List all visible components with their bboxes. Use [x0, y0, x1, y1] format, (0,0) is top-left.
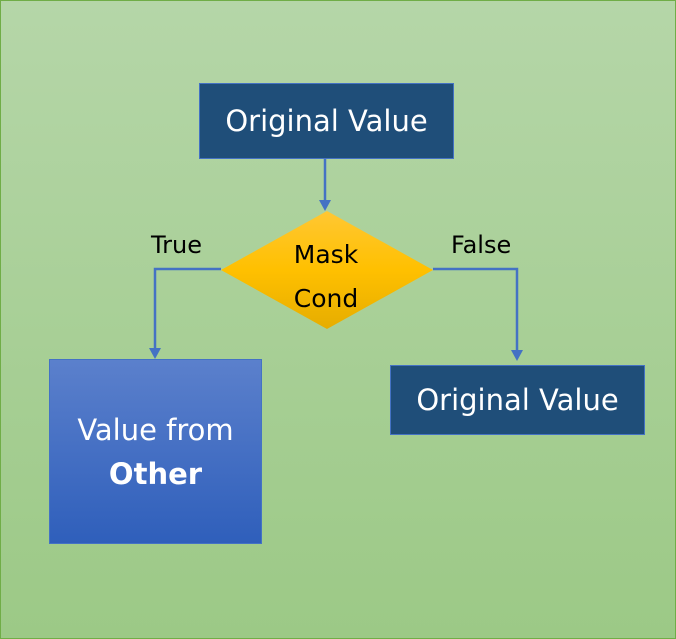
original-value-result-box: Original Value — [390, 365, 645, 435]
false-result-label: Original Value — [416, 383, 619, 417]
arrow-true — [153, 267, 221, 349]
condition-line2: Cond — [293, 284, 359, 313]
true-result-line1: Value from — [77, 412, 234, 447]
arrow-false — [433, 267, 519, 351]
condition-line1: Mask — [293, 240, 359, 269]
true-label: True — [151, 231, 202, 259]
start-label: Original Value — [225, 104, 428, 138]
original-value-start-box: Original Value — [199, 83, 454, 159]
mask-cond-diamond — [221, 211, 433, 329]
true-result-line2: Other — [108, 456, 203, 491]
false-label: False — [451, 231, 512, 259]
